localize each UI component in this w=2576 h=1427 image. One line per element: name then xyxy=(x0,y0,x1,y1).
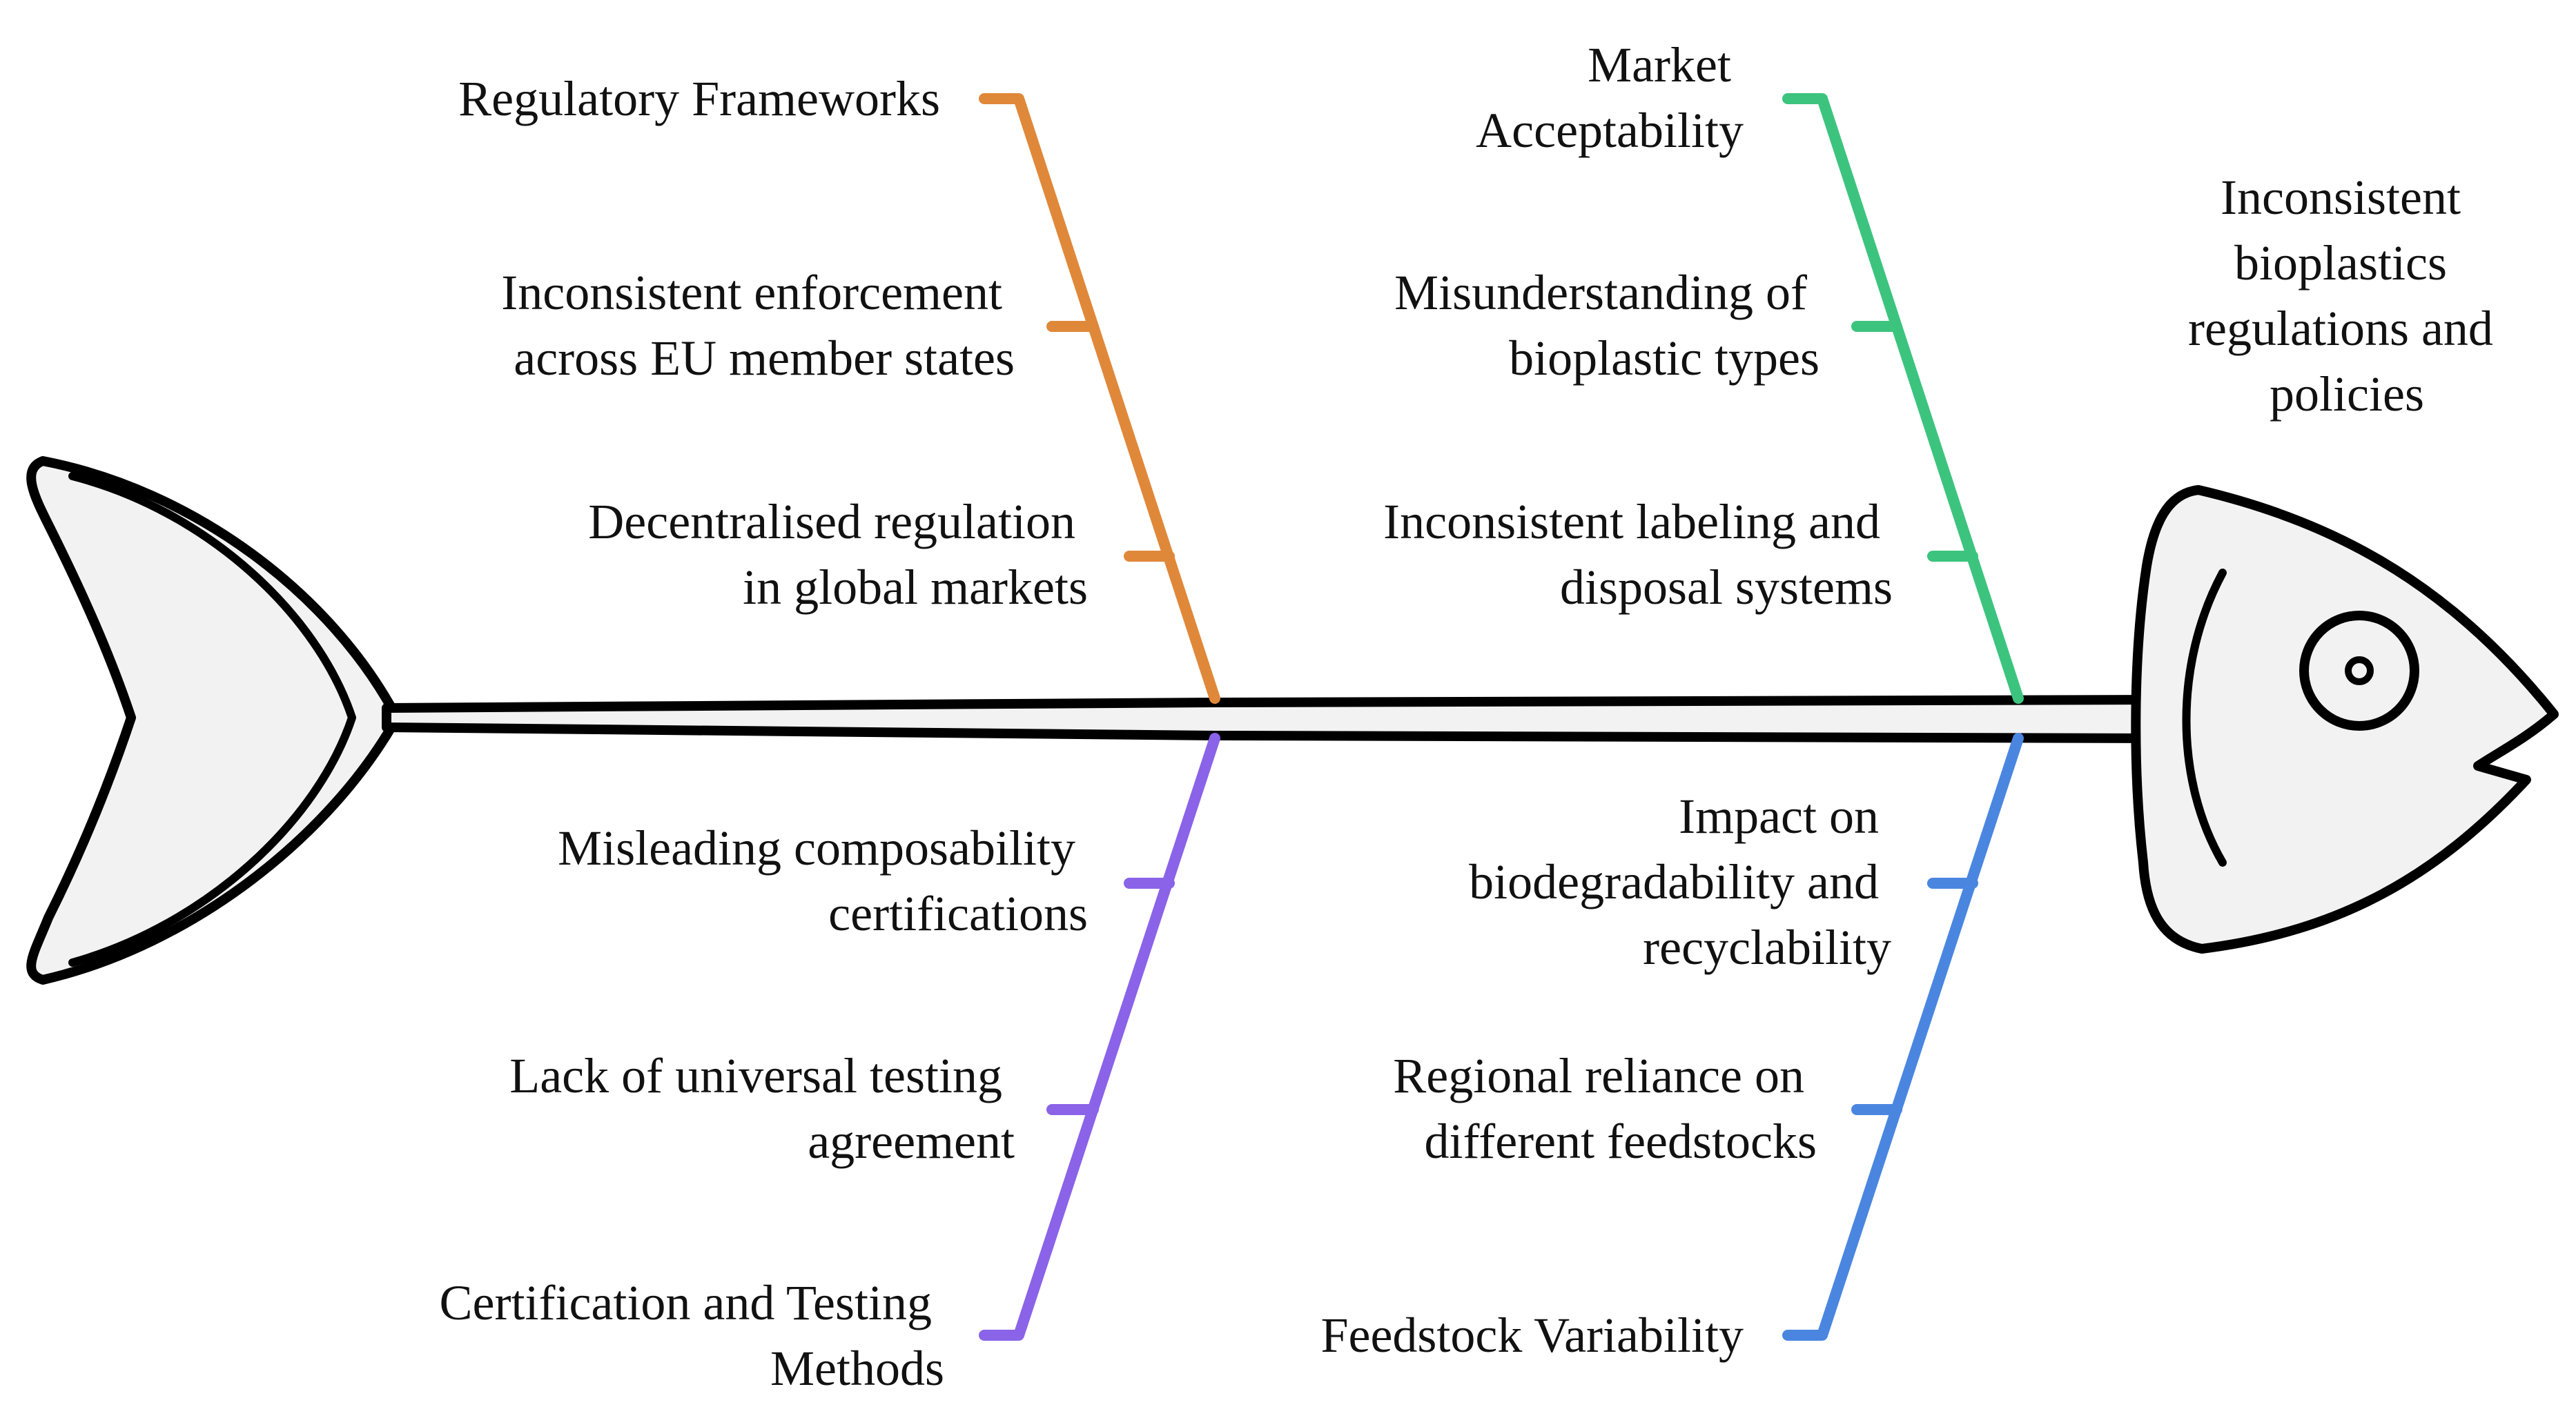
effect-line: regulations and xyxy=(2188,301,2493,356)
cause-label: Misunderstanding of bioplastic types xyxy=(1394,265,1819,386)
cause-label: Impact on biodegradability and recyclabi… xyxy=(1469,789,1891,975)
category-title-market: Market Acceptability xyxy=(1476,37,1744,158)
cause-label: Lack of universal testing agreement xyxy=(509,1048,1015,1169)
bone-regulatory xyxy=(979,93,1220,704)
effect-line: policies xyxy=(2270,366,2424,422)
fish-head-icon xyxy=(2131,485,2559,954)
bone-certification xyxy=(979,733,1220,1341)
effect-line: bioplastics xyxy=(2234,235,2447,291)
category-title-feedstock: Feedstock Variability xyxy=(1320,1308,1744,1363)
effect-label: Inconsistent bioplastics regulations and… xyxy=(2188,170,2506,422)
cause-label: Inconsistent labeling and disposal syste… xyxy=(1383,494,1893,615)
cause-label: Inconsistent enforcement across EU membe… xyxy=(501,265,1015,386)
fish-spine xyxy=(382,695,2169,743)
cause-label: Decentralised regulation in global marke… xyxy=(588,494,1088,615)
category-title-certification: Certification and Testing Methods xyxy=(440,1275,944,1396)
bone-feedstock xyxy=(1782,733,2024,1341)
fish-tail-icon xyxy=(26,456,402,985)
effect-line: Inconsistent xyxy=(2221,170,2461,225)
cause-label: Regional reliance on different feedstock… xyxy=(1393,1048,1817,1169)
category-title-regulatory: Regulatory Frameworks xyxy=(458,71,940,126)
cause-label: Misleading composability certifications xyxy=(558,820,1088,941)
fish-eye-icon xyxy=(2299,611,2419,731)
bone-market xyxy=(1782,93,2024,704)
